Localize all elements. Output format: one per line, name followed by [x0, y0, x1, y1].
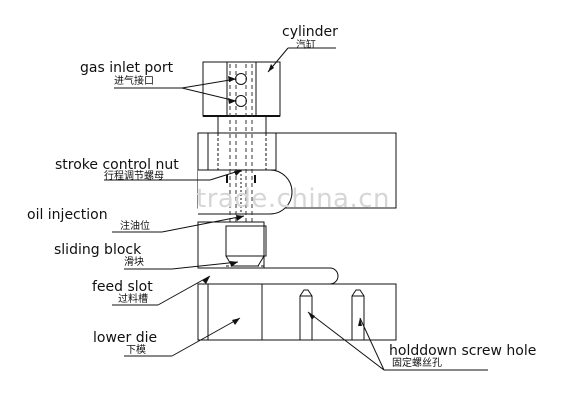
lower-die [197, 283, 397, 341]
leader-lines [104, 47, 488, 371]
label-gas-inlet-zh: 进气接口 [114, 76, 154, 87]
label-lower-die-en: lower die [93, 330, 158, 346]
label-holddown-zh: 固定螺丝孔 [392, 358, 442, 369]
label-stroke-nut-zh: 行程调节螺母 [104, 171, 164, 182]
label-oil-injection-en: oil injection [27, 207, 108, 223]
holddown-screw-hole-icon [299, 289, 365, 340]
arrow-icons [202, 64, 362, 326]
gas-inlet-port-icon [235, 73, 247, 107]
piston-rod [229, 64, 253, 255]
label-feed-slot-zh: 过料槽 [118, 294, 148, 305]
label-stroke-nut-en: stroke control nut [55, 157, 179, 173]
watermark-text: trade.china.cn [196, 184, 391, 214]
cylinder-body [202, 61, 281, 133]
label-gas-inlet-en: gas inlet port [80, 60, 174, 76]
label-sliding-block-en: sliding block [54, 242, 142, 258]
label-oil-injection-zh: 注油位 [120, 221, 150, 232]
feed-slot [198, 267, 339, 285]
label-sliding-block-zh: 滑块 [124, 257, 144, 268]
label-cylinder-en: cylinder [282, 24, 338, 40]
label-lower-die-zh: 下模 [126, 345, 146, 356]
label-feed-slot-en: feed slot [92, 279, 153, 295]
label-holddown-en: holddown screw hole [389, 343, 537, 359]
label-cylinder-zh: 汽缸 [296, 40, 316, 51]
upper-slot [198, 169, 293, 215]
sliding-block [197, 221, 267, 269]
